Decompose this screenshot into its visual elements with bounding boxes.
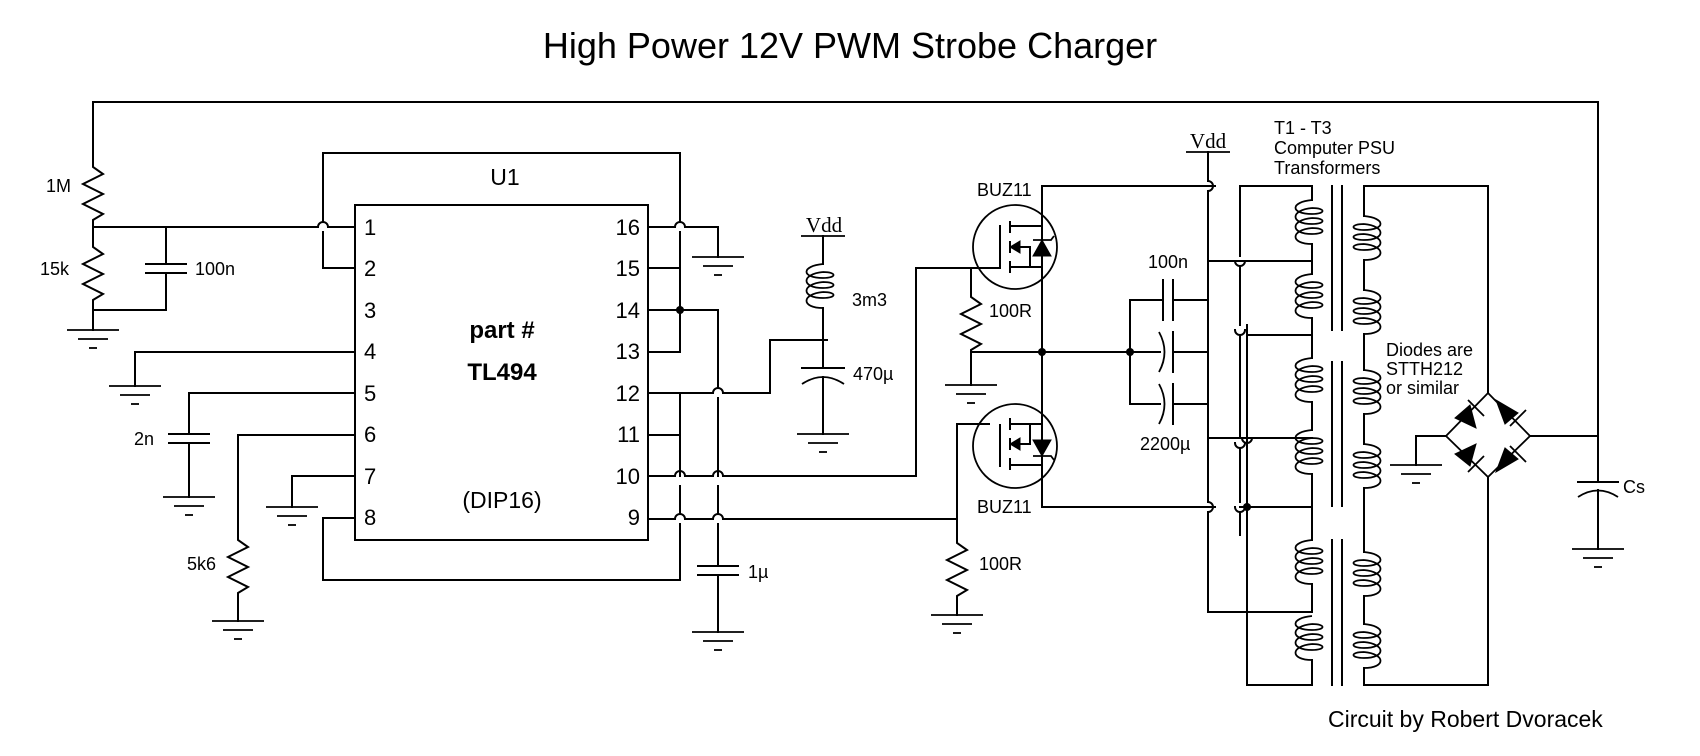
pin-4: 4 <box>364 339 376 364</box>
diodes-note-3: or similar <box>1386 378 1459 398</box>
pin-11: 11 <box>617 422 640 447</box>
mosfet-top: BUZ11 100R <box>944 180 1216 404</box>
pin-5: 5 <box>364 381 376 406</box>
ic-right-wiring: 1µ <box>647 221 990 651</box>
resistor-1m <box>82 161 104 223</box>
diode-icon <box>1454 443 1485 473</box>
resistor-100r-top <box>960 291 982 353</box>
label-100r-top: 100R <box>989 301 1032 321</box>
diodes-note-1: Diodes are <box>1386 340 1473 360</box>
diode-icon <box>1454 399 1485 429</box>
ic-ref: U1 <box>490 164 519 190</box>
label-470u: 470µ <box>853 364 893 384</box>
label-2n: 2n <box>134 429 154 449</box>
ic-part-label: part # <box>469 317 534 344</box>
pin-10: 10 <box>616 464 640 489</box>
schematic-title: High Power 12V PWM Strobe Charger <box>543 25 1157 66</box>
storage-capacitor: Cs <box>1571 435 1645 568</box>
ic-left-wiring: 2n 5k6 <box>108 152 681 640</box>
transformer-t1 <box>1294 185 1382 351</box>
primary-wiring: Vdd <box>1186 129 1313 686</box>
inductor-3m3 <box>805 263 835 309</box>
bridge-rectifier: Diodes are STTH212 or similar <box>1386 340 1599 484</box>
pin-12: 12 <box>616 381 640 406</box>
lc-filter: Vdd 3m3 470µ <box>796 213 893 453</box>
label-100n-left: 100n <box>195 259 235 279</box>
pin-14: 14 <box>616 298 640 323</box>
diode-icon <box>1495 445 1527 474</box>
resistor-15k <box>82 241 104 303</box>
label-1m: 1M <box>46 176 71 196</box>
mosfet-bottom: BUZ11 100R <box>930 351 1216 634</box>
transformer-label-3: Transformers <box>1274 158 1380 178</box>
ic-package: (DIP16) <box>462 487 541 513</box>
transformer-label-1: T1 - T3 <box>1274 118 1332 138</box>
pin-13: 13 <box>616 339 640 364</box>
resistor-5k6 <box>227 534 249 596</box>
label-5k6: 5k6 <box>187 554 216 574</box>
label-2200u: 2200µ <box>1140 434 1190 454</box>
transformers: T1 - T3 Computer PSU Transformers <box>1274 118 1489 686</box>
ground-icon <box>66 329 120 349</box>
vdd-label-1: Vdd <box>806 213 843 237</box>
transformer-t2 <box>1294 334 1382 531</box>
ic-part-number: TL494 <box>467 359 537 386</box>
divider-network: 1M 15k 100n <box>40 101 1599 437</box>
transformer-t3 <box>1294 506 1382 686</box>
pin-7: 7 <box>364 464 376 489</box>
pin-3: 3 <box>364 298 376 323</box>
pin-6: 6 <box>364 422 376 447</box>
pin-16: 16 <box>616 215 640 240</box>
label-buz11-top: BUZ11 <box>977 180 1032 200</box>
label-100n-bank: 100n <box>1148 252 1188 272</box>
ic-u1: U1 part # TL494 (DIP16) 1 2 3 4 5 6 7 8 … <box>354 164 649 541</box>
label-cs: Cs <box>1623 477 1645 497</box>
label-100r-bottom: 100R <box>979 554 1022 574</box>
resistor-100r-bottom <box>946 537 968 599</box>
label-buz11-bottom: BUZ11 <box>977 497 1032 517</box>
pin-15: 15 <box>616 256 640 281</box>
diodes-note-2: STTH212 <box>1386 359 1463 379</box>
diode-icon <box>1495 398 1527 427</box>
capacitor-bank: 100n 2200µ <box>1129 252 1209 454</box>
pin-1: 1 <box>364 215 376 240</box>
pin-9: 9 <box>628 505 640 530</box>
vdd-label-2: Vdd <box>1190 129 1227 153</box>
transformer-label-2: Computer PSU <box>1274 138 1395 158</box>
label-3m3: 3m3 <box>852 290 887 310</box>
label-1u: 1µ <box>748 562 768 582</box>
credit: Circuit by Robert Dvoracek <box>1328 706 1603 732</box>
pin-8: 8 <box>364 505 376 530</box>
label-15k: 15k <box>40 259 70 279</box>
pin-2: 2 <box>364 256 376 281</box>
